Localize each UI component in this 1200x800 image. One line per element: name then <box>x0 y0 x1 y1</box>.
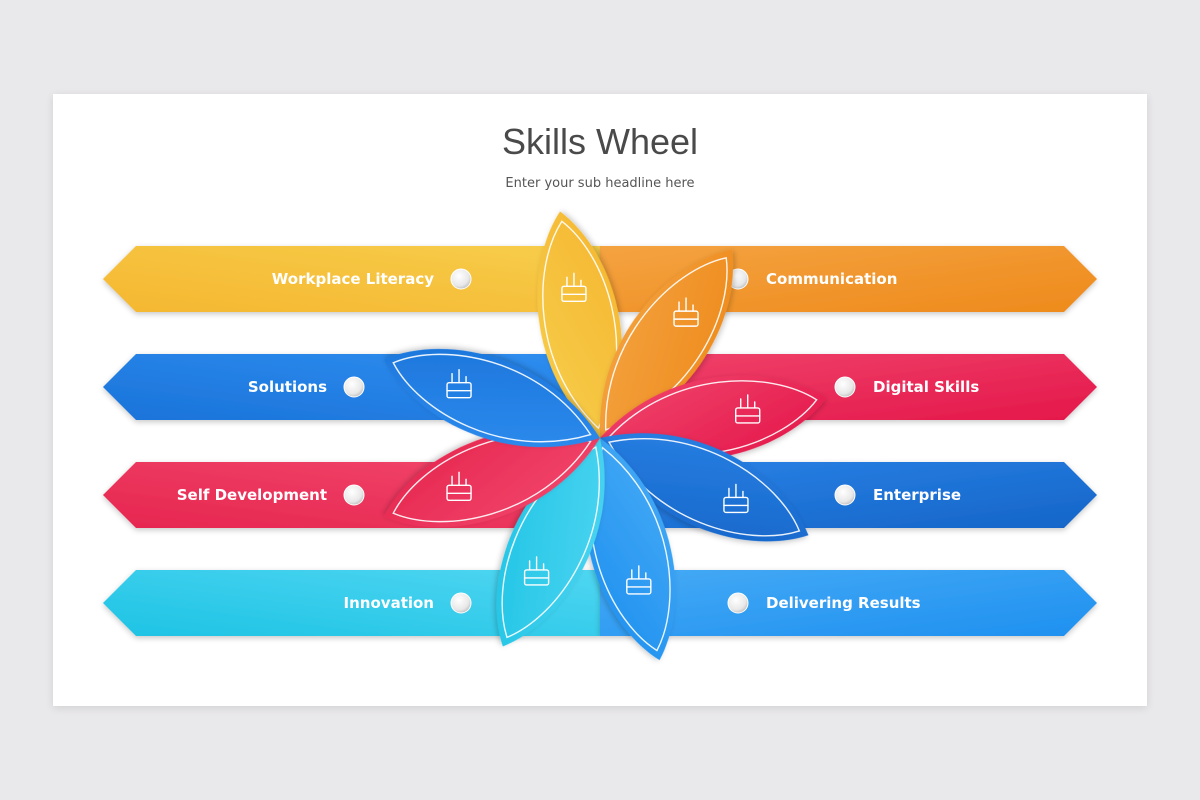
petal-solutions <box>383 349 600 447</box>
petal-outline <box>392 353 592 443</box>
page-title: Skills Wheel <box>501 121 699 162</box>
idea-hand-icon <box>446 368 472 399</box>
petal-shape <box>496 438 605 647</box>
arrow-delivering-results: Delivering Results <box>600 570 1097 636</box>
petal-shape <box>537 211 622 438</box>
petal-shape <box>600 433 809 542</box>
arrow-workplace-literacy: Workplace Literacy <box>103 246 600 312</box>
chat-people-icon <box>673 297 699 327</box>
petal-shape <box>585 438 676 661</box>
petal-shape <box>383 349 600 447</box>
books-chart-icon <box>561 272 587 302</box>
gear-flow-icon <box>735 394 761 424</box>
skill-label: Communication <box>766 270 897 288</box>
petal-outline <box>607 438 801 537</box>
buildings-icon <box>723 483 749 514</box>
arrow-innovation: Innovation <box>103 570 600 636</box>
bullet-dot <box>834 484 856 506</box>
petal-shape <box>599 249 733 438</box>
skill-label: Enterprise <box>873 486 961 504</box>
bullet-dot <box>834 376 856 398</box>
petal-shape <box>383 429 600 527</box>
bullet-dot <box>450 592 472 614</box>
skill-label: Solutions <box>248 378 327 396</box>
bullet-dot <box>727 592 749 614</box>
skill-label: Delivering Results <box>766 594 921 612</box>
bullet-dot <box>343 484 365 506</box>
skill-label: Innovation <box>344 594 434 612</box>
skill-label: Digital Skills <box>873 378 979 396</box>
arrow-shape <box>103 246 600 312</box>
page-subtitle: Enter your sub headline here <box>505 176 695 191</box>
bulb-network-icon <box>523 556 550 586</box>
arrow-shape <box>103 570 600 636</box>
bullet-dot <box>343 376 365 398</box>
growth-gear-icon <box>446 471 472 502</box>
petal-enterprise <box>600 433 809 542</box>
report-search-icon <box>626 565 652 595</box>
skill-label: Workplace Literacy <box>272 270 434 288</box>
arrow-shape <box>600 570 1097 636</box>
skill-label: Self Development <box>177 486 327 504</box>
bullet-dot <box>450 268 472 290</box>
